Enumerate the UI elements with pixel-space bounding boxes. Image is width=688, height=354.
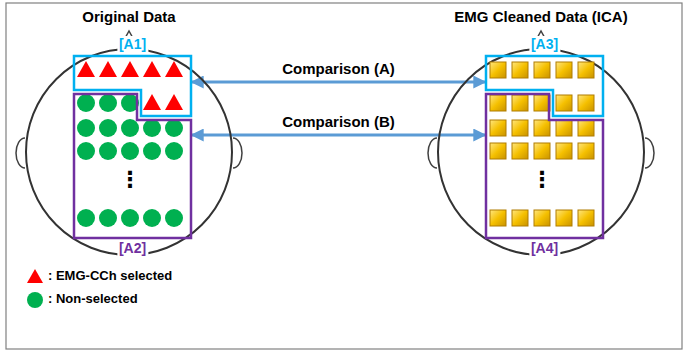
clean-electrode bbox=[512, 210, 528, 226]
ellipsis-mark: ⋮ bbox=[117, 168, 143, 192]
plain-electrode bbox=[121, 142, 139, 160]
legend-sample bbox=[27, 269, 43, 283]
clean-electrode bbox=[534, 143, 550, 159]
clean-electrode bbox=[556, 95, 572, 111]
region-node: [A3] bbox=[486, 56, 603, 116]
clean-electrode bbox=[534, 62, 550, 78]
plain-electrode bbox=[99, 119, 117, 137]
region-outline bbox=[486, 94, 603, 238]
channel-region bbox=[486, 94, 603, 238]
selected-electrode bbox=[121, 61, 139, 77]
clean-electrode bbox=[556, 120, 572, 136]
clean-electrode bbox=[578, 210, 594, 226]
clean-electrode bbox=[556, 62, 572, 78]
clean-electrode bbox=[490, 143, 506, 159]
channel-region bbox=[486, 56, 603, 116]
region-node: [A2] bbox=[74, 94, 191, 238]
electrode-markers bbox=[77, 61, 183, 227]
region-label: [A4] bbox=[529, 240, 560, 256]
legend-text: : EMG-CCh selected bbox=[46, 268, 174, 284]
clean-electrode bbox=[490, 62, 506, 78]
clean-electrode bbox=[534, 210, 550, 226]
head-outline bbox=[437, 48, 645, 256]
edge-label: Comparison (A) bbox=[280, 61, 397, 77]
head-node: Original Data[A1][A2] bbox=[25, 48, 233, 256]
clean-electrode bbox=[512, 120, 528, 136]
clean-electrode bbox=[556, 210, 572, 226]
plain-electrode bbox=[165, 119, 183, 137]
clean-electrode bbox=[512, 143, 528, 159]
electrode-markers bbox=[490, 62, 594, 226]
plain-electrode bbox=[121, 119, 139, 137]
panel-title: EMG Cleaned Data (ICA) bbox=[452, 9, 629, 25]
frame bbox=[6, 3, 682, 349]
selected-electrode bbox=[165, 61, 183, 77]
plain-electrode bbox=[77, 209, 95, 227]
clean-electrode bbox=[534, 120, 550, 136]
clean-electrode bbox=[490, 95, 506, 111]
head-circle bbox=[438, 49, 644, 255]
selected-electrode bbox=[99, 61, 117, 77]
plain-electrode bbox=[99, 94, 117, 112]
ear bbox=[233, 138, 242, 168]
selected-electrode bbox=[143, 94, 161, 110]
plain-electrode bbox=[77, 119, 95, 137]
plain-electrode bbox=[165, 209, 183, 227]
ellipsis-mark: ⋮ bbox=[529, 168, 555, 192]
legend-text: : Non-selected bbox=[46, 291, 140, 307]
clean-electrode bbox=[490, 210, 506, 226]
region-outline bbox=[486, 56, 603, 116]
selected-electrode bbox=[77, 61, 95, 77]
ear bbox=[645, 138, 654, 168]
panel-title: Original Data bbox=[80, 9, 177, 25]
legend-sample bbox=[27, 292, 43, 308]
region-label: [A3] bbox=[529, 36, 560, 52]
clean-electrode bbox=[534, 95, 550, 111]
clean-electrode bbox=[512, 62, 528, 78]
selected-electrode bbox=[165, 94, 183, 110]
plain-electrode bbox=[99, 209, 117, 227]
head-node: EMG Cleaned Data (ICA)[A3][A4] bbox=[437, 48, 645, 256]
plain-electrode bbox=[143, 119, 161, 137]
plain-electrode bbox=[99, 142, 117, 160]
clean-electrode bbox=[578, 95, 594, 111]
region-node: [A1] bbox=[74, 56, 191, 116]
head-circle bbox=[26, 49, 232, 255]
head-outline bbox=[25, 48, 233, 256]
clean-electrode bbox=[556, 143, 572, 159]
comparison-arrow bbox=[192, 134, 485, 137]
plain-electrode bbox=[77, 94, 95, 112]
clean-electrode bbox=[512, 95, 528, 111]
plain-electrode bbox=[165, 142, 183, 160]
clean-electrode bbox=[578, 62, 594, 78]
clean-electrode bbox=[578, 120, 594, 136]
channel-region bbox=[74, 94, 191, 238]
region-node: [A4] bbox=[486, 94, 603, 238]
plain-electrode bbox=[77, 142, 95, 160]
plain-electrode bbox=[121, 209, 139, 227]
channel-region bbox=[74, 56, 191, 116]
region-outline bbox=[74, 56, 191, 116]
selected-electrode bbox=[143, 61, 161, 77]
ear bbox=[428, 138, 437, 168]
plain-electrode bbox=[143, 142, 161, 160]
region-label: [A2] bbox=[117, 240, 148, 256]
plain-electrode bbox=[143, 209, 161, 227]
region-outline bbox=[74, 94, 191, 238]
edge-label: Comparison (B) bbox=[280, 114, 397, 130]
ear bbox=[16, 138, 25, 168]
clean-electrode bbox=[490, 120, 506, 136]
clean-electrode bbox=[578, 143, 594, 159]
comparison-arrow bbox=[192, 81, 485, 84]
region-label: [A1] bbox=[117, 36, 148, 52]
